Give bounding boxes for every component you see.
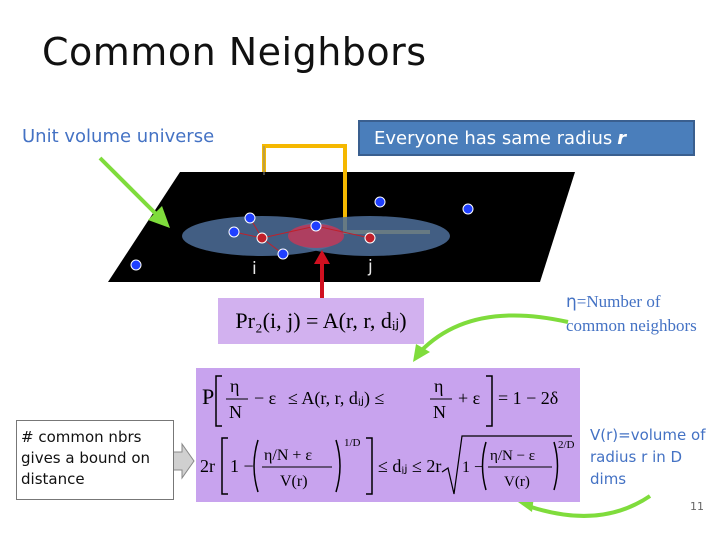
eta-definition-text: =Number of common neighbors bbox=[566, 292, 697, 335]
sqrt-icon bbox=[441, 435, 572, 495]
line2-lead: 2r bbox=[200, 456, 215, 476]
blue-node bbox=[228, 226, 240, 238]
bounds-formula: P η N − ε ≤ A(r, r, dᵢⱼ) ≤ η N + ε = 1 −… bbox=[200, 375, 575, 495]
paren-icon bbox=[253, 439, 259, 493]
node-j bbox=[364, 232, 376, 244]
one-minus: 1 − bbox=[462, 459, 483, 476]
note-box: # common nbrs gives a bound on distance bbox=[16, 420, 174, 500]
arrowhead-icon bbox=[413, 344, 430, 362]
blue-node bbox=[244, 212, 256, 224]
bracket-icon bbox=[366, 437, 373, 495]
paren-icon bbox=[481, 441, 487, 491]
blue-node bbox=[277, 248, 289, 260]
arrowhead-icon bbox=[148, 206, 170, 228]
frac-den: V(r) bbox=[280, 473, 308, 490]
line1-right: = 1 − 2δ bbox=[498, 388, 558, 408]
green-arrow-universe bbox=[98, 156, 162, 220]
eta-symbol: η bbox=[566, 292, 577, 312]
paren-icon bbox=[335, 439, 341, 493]
exp-1d: 1/D bbox=[344, 437, 361, 449]
node-j-label: j bbox=[367, 257, 373, 277]
arrowhead-icon bbox=[314, 250, 330, 264]
pr-formula: Pr₂(i, j) = A(r, r, dᵢⱼ) bbox=[235, 308, 407, 333]
slide-title: Common Neighbors bbox=[42, 30, 427, 74]
vr-definition: V(r)=volume of radius r in D dims bbox=[590, 426, 706, 488]
frac-minus-num: η/N − ε bbox=[490, 448, 535, 464]
node-i-label: i bbox=[252, 259, 257, 279]
green-arrow-eta bbox=[418, 313, 569, 354]
unit-volume-label: Unit volume universe bbox=[22, 126, 215, 147]
line2-mid: ≤ dᵢⱼ ≤ 2r bbox=[378, 456, 441, 476]
node-i bbox=[256, 232, 268, 244]
radius-callout-text: Everyone has same radius bbox=[374, 127, 613, 149]
blue-node bbox=[130, 259, 142, 271]
frac-plus-num: η/N + ε bbox=[264, 447, 312, 464]
line1-middle: ≤ A(r, r, dᵢⱼ) ≤ bbox=[288, 388, 385, 409]
plus-epsilon: + ε bbox=[458, 388, 481, 408]
pr-formula-box: Pr₂(i, j) = A(r, r, dᵢⱼ) bbox=[218, 298, 424, 344]
one-minus: 1 − bbox=[230, 456, 254, 476]
radius-callout: Everyone has same radius r bbox=[358, 120, 695, 156]
frac-den: V(r) bbox=[504, 474, 530, 490]
bracket-icon bbox=[221, 437, 228, 495]
formula-p: P bbox=[202, 384, 214, 409]
edge bbox=[261, 225, 317, 239]
overlap-region bbox=[288, 224, 344, 248]
edge bbox=[315, 225, 371, 239]
blue-node bbox=[462, 203, 474, 215]
minus-epsilon: − ε bbox=[254, 388, 277, 408]
blue-node bbox=[310, 220, 322, 232]
radius-symbol: r bbox=[617, 127, 627, 149]
bracket-icon bbox=[215, 375, 222, 427]
n-denominator: N bbox=[433, 402, 446, 422]
eta-definition: η=Number of common neighbors bbox=[566, 290, 706, 338]
eta-numerator: η bbox=[230, 376, 239, 396]
paren-icon bbox=[553, 441, 559, 491]
n-denominator: N bbox=[229, 402, 242, 422]
slide-number: 11 bbox=[690, 500, 704, 513]
exp-2d: 2/D bbox=[558, 439, 575, 451]
blue-node bbox=[374, 196, 386, 208]
eta-numerator: η bbox=[434, 376, 443, 396]
bracket-icon bbox=[486, 375, 493, 427]
bounds-formula-box: P η N − ε ≤ A(r, r, dᵢⱼ) ≤ η N + ε = 1 −… bbox=[196, 368, 580, 502]
green-arrow-vr bbox=[527, 494, 652, 518]
